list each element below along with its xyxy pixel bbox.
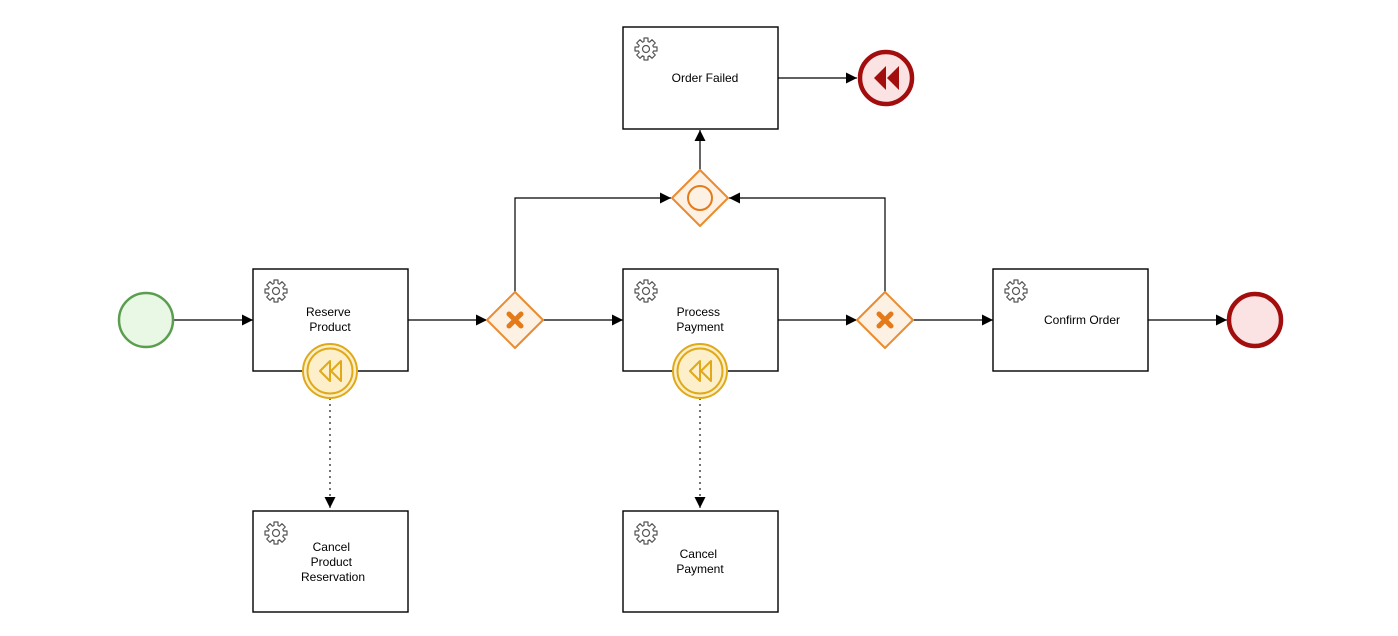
gear-icon <box>634 279 658 303</box>
event-gateway[interactable] <box>671 169 729 227</box>
exclusive-gateway-1[interactable] <box>486 291 544 349</box>
sequence-flows <box>174 72 1227 326</box>
start-event[interactable] <box>117 291 175 349</box>
compensation-boundary-event-payment[interactable] <box>672 343 728 399</box>
gear-icon <box>264 279 288 303</box>
task-label: Cancel Product Reservation <box>301 540 365 584</box>
gear-icon <box>634 37 658 61</box>
task-cancel-payment[interactable]: Cancel Payment <box>622 510 779 613</box>
flow-gateway-2-to-event-gateway[interactable] <box>729 192 886 292</box>
task-label: Reserve Product <box>306 305 354 334</box>
rewind-icon <box>319 360 342 382</box>
gear-icon <box>634 521 658 545</box>
task-label: Process Payment <box>676 305 724 334</box>
circle-icon <box>687 185 713 211</box>
task-label: Order Failed <box>672 71 739 85</box>
x-mark-icon <box>506 311 524 329</box>
compensation-associations <box>324 398 706 508</box>
compensation-end-event[interactable] <box>857 49 915 107</box>
rewind-icon <box>689 360 712 382</box>
compensation-boundary-event-reserve[interactable] <box>302 343 358 399</box>
gear-icon <box>1004 279 1028 303</box>
rewind-icon <box>874 66 899 90</box>
end-event[interactable] <box>1226 291 1284 349</box>
flow-gateway-1-to-event-gateway[interactable] <box>514 192 671 292</box>
task-confirm-order[interactable]: Confirm Order <box>992 268 1149 372</box>
gear-icon <box>264 521 288 545</box>
task-cancel-product-reservation[interactable]: Cancel Product Reservation <box>252 510 409 613</box>
x-mark-icon <box>876 311 894 329</box>
task-order-failed[interactable]: Order Failed <box>622 26 779 130</box>
task-label: Confirm Order <box>1044 313 1120 327</box>
task-label: Cancel Payment <box>676 547 724 576</box>
exclusive-gateway-2[interactable] <box>856 291 914 349</box>
